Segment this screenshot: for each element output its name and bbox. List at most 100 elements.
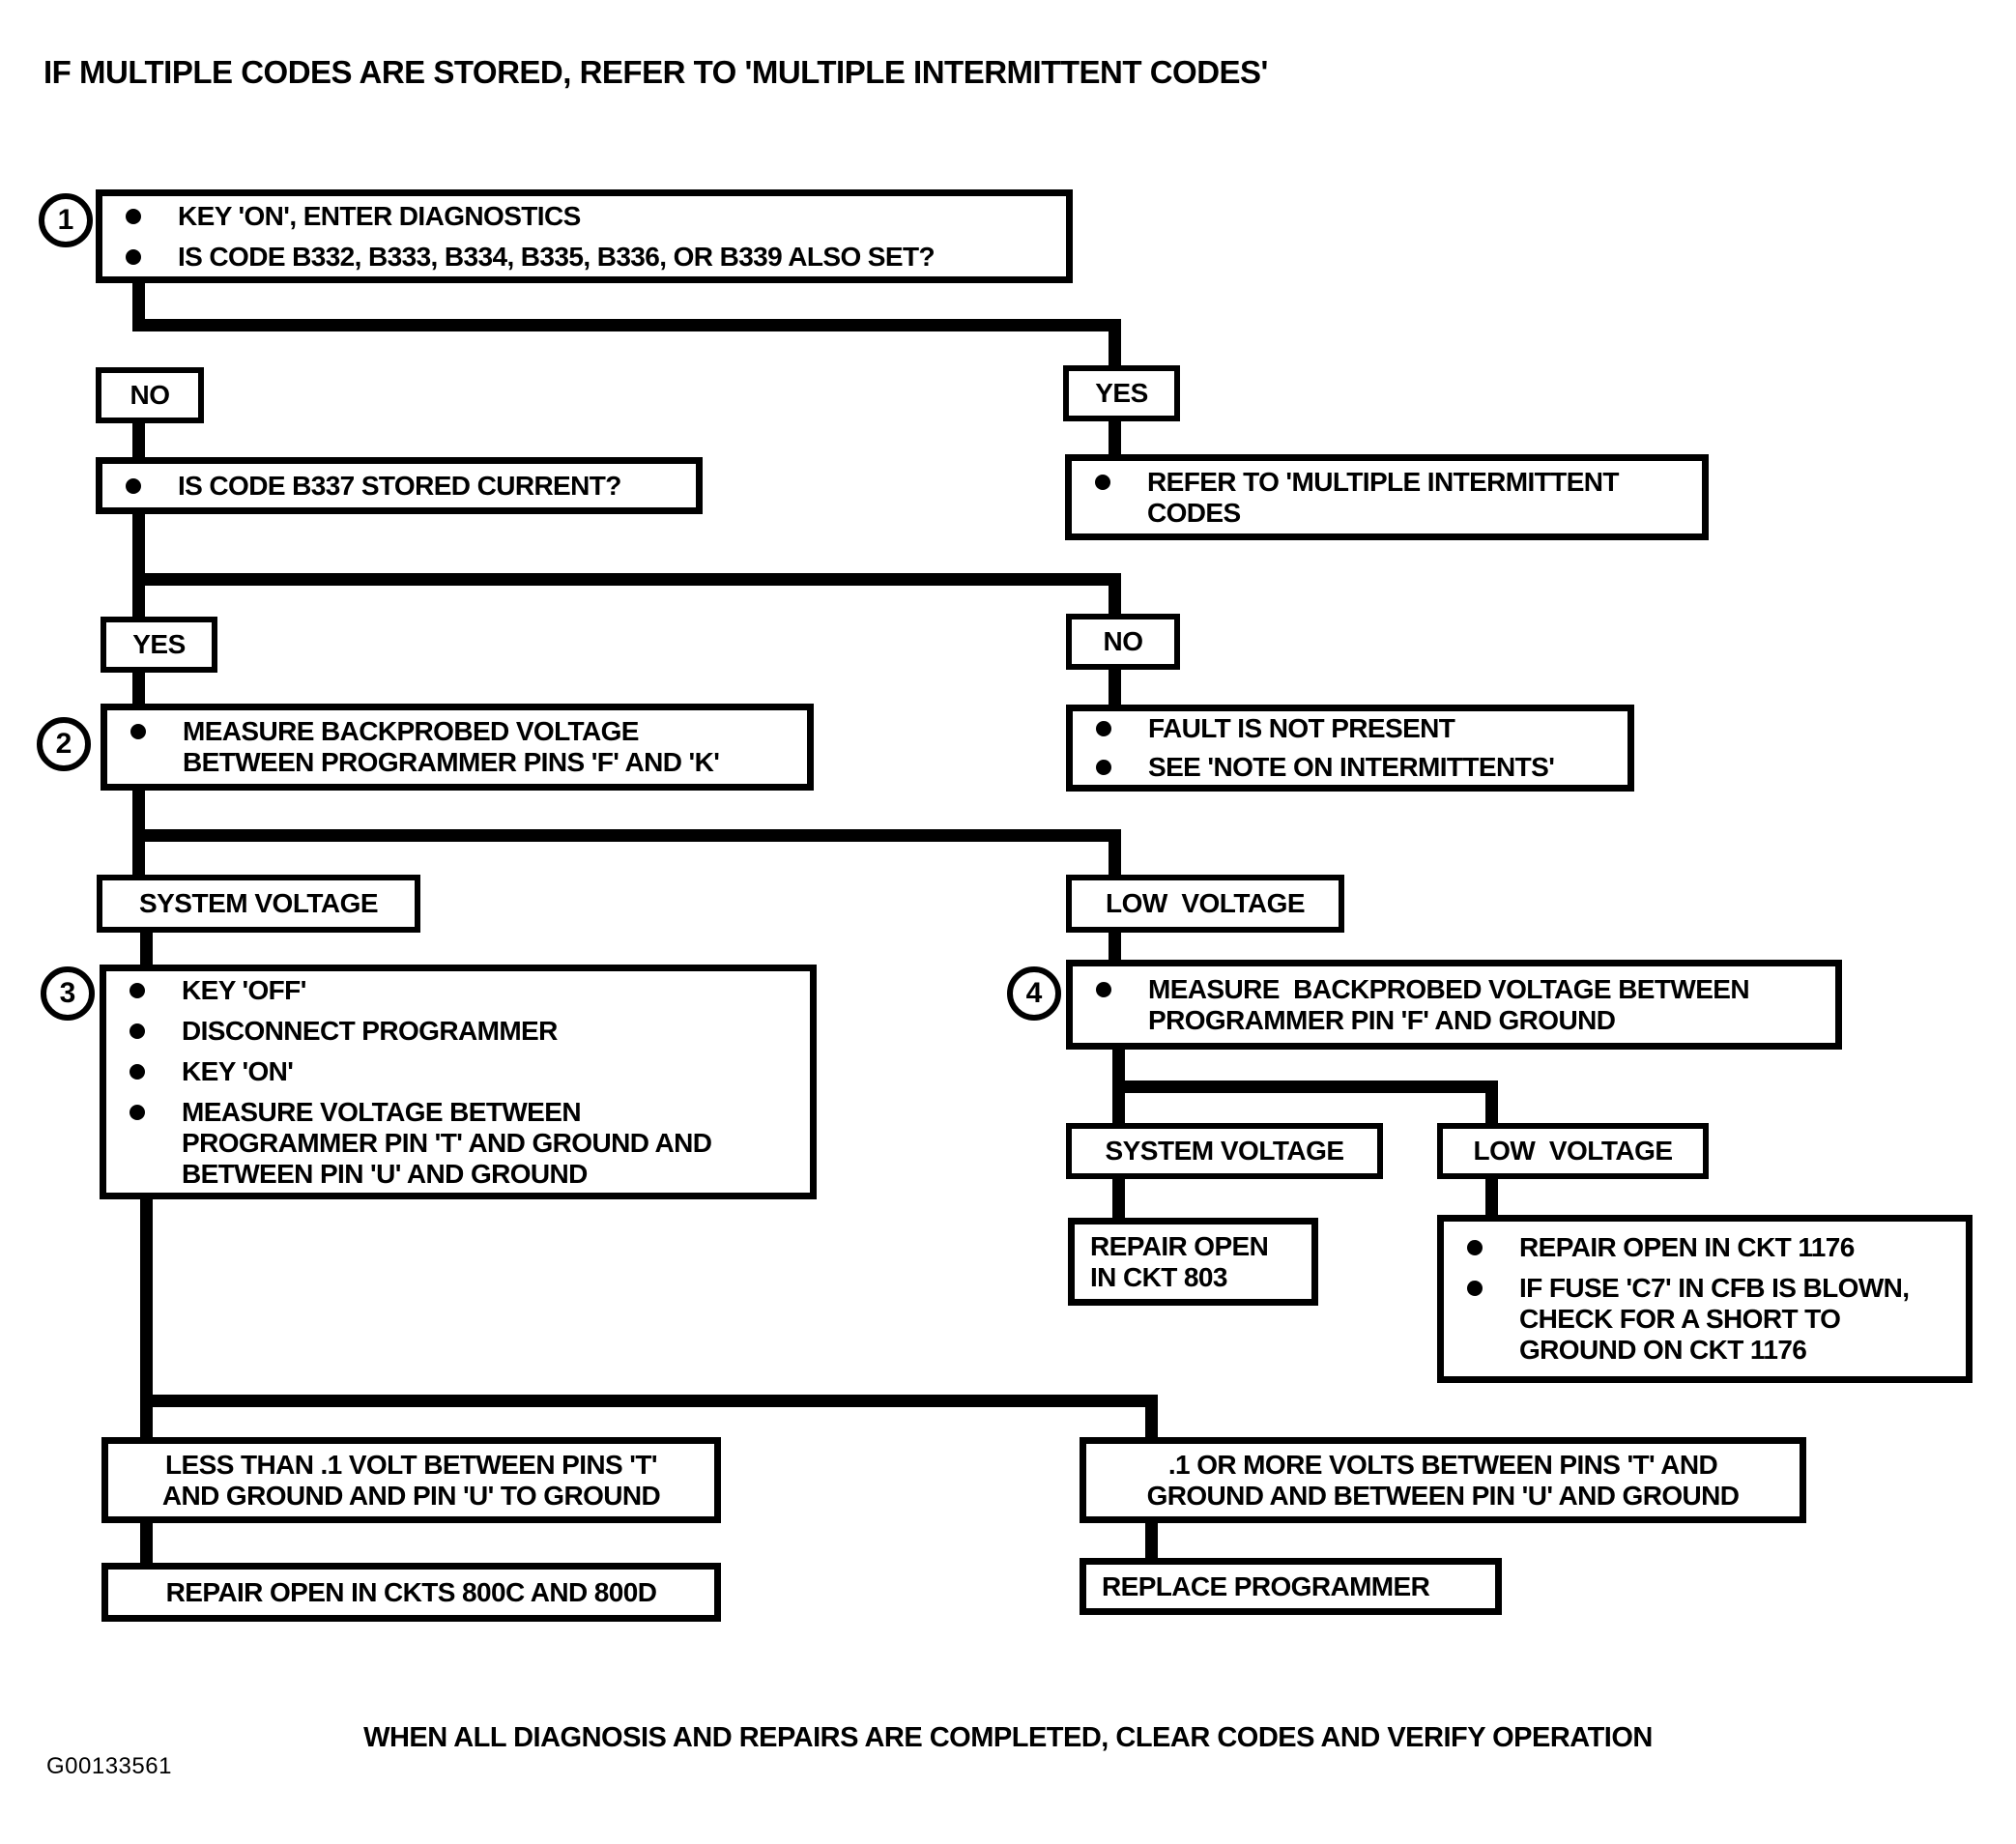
bullet-icon xyxy=(130,982,145,998)
connector-line xyxy=(1145,1521,1158,1560)
connector-line xyxy=(1112,1177,1125,1220)
result-text: IN CKT 803 xyxy=(1090,1261,1227,1292)
action-text: PROGRAMMER PIN 'F' AND GROUND xyxy=(1148,1004,1616,1035)
result-text: CHECK FOR A SHORT TO xyxy=(1519,1304,1841,1334)
condition-box-less-than-point1-volt: LESS THAN .1 VOLT BETWEEN PINS 'T' AND G… xyxy=(101,1437,721,1523)
connector-line xyxy=(132,573,1121,586)
connector-line xyxy=(1112,1080,1498,1093)
result-box-refer-multiple-codes: REFER TO 'MULTIPLE INTERMITTENT CODES xyxy=(1065,454,1709,540)
step-number: 3 xyxy=(59,977,76,1009)
result-box-repair-ckt-1176: REPAIR OPEN IN CKT 1176 IF FUSE 'C7' IN … xyxy=(1437,1215,1973,1383)
connector-line xyxy=(132,586,145,619)
connector-line xyxy=(132,281,145,328)
action-text: MEASURE BACKPROBED VOLTAGE xyxy=(183,716,639,746)
action-text: KEY 'ON', ENTER DIAGNOSTICS xyxy=(178,200,581,231)
bullet-icon xyxy=(126,248,141,265)
step-circle-4: 4 xyxy=(1007,966,1061,1021)
branch-label-yes-2: YES xyxy=(101,617,217,673)
bullet-icon xyxy=(1467,1240,1483,1255)
connector-line xyxy=(140,1521,153,1565)
connector-line xyxy=(1485,1093,1498,1125)
action-text: KEY 'OFF' xyxy=(182,974,306,1005)
bullet-icon xyxy=(1467,1281,1483,1296)
bullet-icon xyxy=(130,724,146,739)
action-text: PROGRAMMER PIN 'T' AND GROUND AND xyxy=(182,1127,712,1158)
connector-line xyxy=(140,1395,1158,1407)
action-text: IS CODE B332, B333, B334, B335, B336, OR… xyxy=(178,241,936,272)
connector-line xyxy=(132,421,145,459)
branch-label-text: SYSTEM VOLTAGE xyxy=(1105,1136,1344,1166)
action-text: BETWEEN PROGRAMMER PINS 'F' AND 'K' xyxy=(183,747,720,777)
branch-label-low-voltage-1: LOW VOLTAGE xyxy=(1066,875,1344,933)
bullet-icon xyxy=(130,1104,145,1120)
result-box-repair-ckt-803: REPAIR OPEN IN CKT 803 xyxy=(1068,1218,1318,1306)
branch-label-low-voltage-2: LOW VOLTAGE xyxy=(1437,1123,1709,1179)
connector-line xyxy=(132,671,145,706)
figure-id: G00133561 xyxy=(46,1753,172,1779)
result-text: GROUND ON CKT 1176 xyxy=(1519,1335,1807,1365)
condition-text: AND GROUND AND PIN 'U' TO GROUND xyxy=(161,1480,661,1511)
bullet-icon xyxy=(126,477,141,494)
branch-label-text: YES xyxy=(1095,378,1148,408)
page-title: IF MULTIPLE CODES ARE STORED, REFER TO '… xyxy=(43,54,1268,90)
branch-label-no-2: NO xyxy=(1066,614,1180,670)
result-box-fault-not-present: FAULT IS NOT PRESENT SEE 'NOTE ON INTERM… xyxy=(1066,705,1634,792)
connector-line xyxy=(1109,668,1121,706)
bullet-icon xyxy=(130,1023,145,1039)
action-box-step-1: KEY 'ON', ENTER DIAGNOSTICS IS CODE B332… xyxy=(96,189,1073,283)
question-box-b337: IS CODE B337 STORED CURRENT? xyxy=(96,457,703,514)
result-text: FAULT IS NOT PRESENT xyxy=(1148,713,1455,743)
action-text: MEASURE VOLTAGE BETWEEN xyxy=(182,1096,582,1127)
branch-label-no-1: NO xyxy=(96,367,204,423)
branch-label-text: LOW VOLTAGE xyxy=(1473,1136,1673,1166)
branch-label-text: YES xyxy=(132,629,186,659)
footer-note: WHEN ALL DIAGNOSIS AND REPAIRS ARE COMPL… xyxy=(363,1722,1653,1753)
action-box-step-4: MEASURE BACKPROBED VOLTAGE BETWEEN PROGR… xyxy=(1066,960,1842,1050)
branch-label-system-voltage-1: SYSTEM VOLTAGE xyxy=(97,875,420,933)
connector-line xyxy=(1109,331,1121,367)
result-text: REPAIR OPEN IN CKT 1176 xyxy=(1519,1232,1855,1262)
step-number: 4 xyxy=(1025,977,1043,1009)
branch-label-text: LOW VOLTAGE xyxy=(1105,888,1306,918)
bullet-icon xyxy=(130,1063,145,1080)
connector-line xyxy=(1109,419,1121,456)
condition-text: .1 OR MORE VOLTS BETWEEN PINS 'T' AND xyxy=(1167,1449,1718,1480)
step-circle-1: 1 xyxy=(39,193,93,247)
step-circle-3: 3 xyxy=(41,966,95,1021)
branch-label-text: SYSTEM VOLTAGE xyxy=(138,888,379,918)
connector-line xyxy=(1485,1177,1498,1217)
step-circle-2: 2 xyxy=(37,717,91,771)
action-text: KEY 'ON' xyxy=(182,1055,294,1086)
branch-label-text: NO xyxy=(1103,626,1144,656)
result-text: REPAIR OPEN IN CKTS 800C AND 800D xyxy=(165,1576,657,1607)
result-text: IF FUSE 'C7' IN CFB IS BLOWN, xyxy=(1519,1273,1910,1303)
action-box-step-3: KEY 'OFF' DISCONNECT PROGRAMMER KEY 'ON'… xyxy=(100,965,817,1199)
connector-line xyxy=(132,512,145,576)
connector-line xyxy=(132,842,145,877)
connector-line xyxy=(1109,586,1121,616)
connector-line xyxy=(1145,1407,1158,1439)
connector-line xyxy=(1109,842,1121,877)
condition-box-point1-or-more-volts: .1 OR MORE VOLTS BETWEEN PINS 'T' AND GR… xyxy=(1080,1437,1806,1523)
bullet-icon xyxy=(1096,981,1111,997)
bullet-icon xyxy=(126,208,141,224)
connector-line xyxy=(1112,1093,1125,1125)
result-text: CODES xyxy=(1147,497,1241,528)
connector-line xyxy=(132,319,1121,331)
result-box-repair-ckts-800c-800d: REPAIR OPEN IN CKTS 800C AND 800D xyxy=(101,1563,721,1622)
connector-line xyxy=(1112,1048,1125,1086)
result-text: REPLACE PROGRAMMER xyxy=(1102,1570,1430,1601)
connector-line xyxy=(1109,931,1121,962)
condition-text: GROUND AND BETWEEN PIN 'U' AND GROUND xyxy=(1146,1480,1740,1511)
result-text: SEE 'NOTE ON INTERMITTENTS' xyxy=(1148,752,1555,782)
result-box-replace-programmer: REPLACE PROGRAMMER xyxy=(1080,1558,1502,1615)
connector-line xyxy=(132,829,1121,842)
question-text: IS CODE B337 STORED CURRENT? xyxy=(178,470,621,501)
result-text: REPAIR OPEN xyxy=(1090,1230,1269,1261)
branch-label-system-voltage-2: SYSTEM VOLTAGE xyxy=(1066,1123,1383,1179)
condition-text: LESS THAN .1 VOLT BETWEEN PINS 'T' xyxy=(165,1449,657,1480)
action-text: BETWEEN PIN 'U' AND GROUND xyxy=(182,1158,588,1189)
branch-label-yes-1: YES xyxy=(1063,365,1180,421)
step-number: 2 xyxy=(55,728,72,760)
